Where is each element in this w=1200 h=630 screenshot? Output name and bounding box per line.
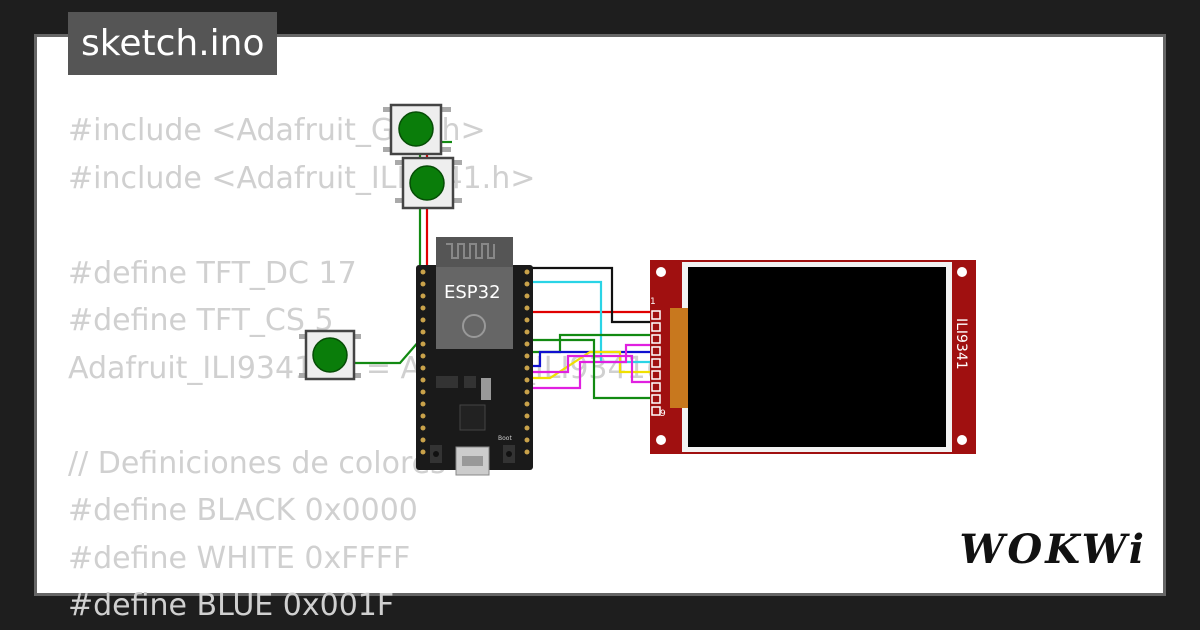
wire-cyan (525, 280, 655, 364)
wire-black (525, 266, 655, 324)
preview-frame: #include <Adafruit_GFX.h>#include <Adafr… (34, 34, 1166, 623)
wire-green-5 (525, 338, 655, 400)
push-button-3 (299, 329, 361, 381)
wire-green-4 (525, 333, 655, 354)
code-line: #define BLUE 0x001F (68, 588, 395, 623)
circuit-diagram: ESP32 (299, 103, 976, 476)
push-button-2 (395, 156, 462, 210)
esp32-label: ESP32 (444, 282, 501, 303)
wire-yellow (525, 350, 655, 380)
code-line: #include <Adafruit_ILI9341.h> (68, 160, 536, 196)
display-pin-last: 9 (660, 409, 666, 419)
push-button-1 (383, 103, 451, 156)
wire-blue (525, 350, 655, 368)
wire-magenta (525, 343, 655, 390)
display-pin-first: 1 (650, 297, 656, 307)
code-line: // Definiciones de colores (68, 445, 446, 481)
esp32-board: ESP32 (416, 237, 533, 476)
ili9341-display: 1 9 ILI9341 (650, 260, 976, 454)
display-label: ILI9341 (953, 318, 969, 370)
boot-label: Boot (498, 435, 512, 442)
code-line: #define TFT_CS 5 (68, 303, 334, 338)
wire-magenta-2 (525, 354, 655, 384)
file-title: sketch.ino (68, 12, 278, 75)
code-line: #define BLACK 0x0000 (68, 493, 418, 528)
code-line: #define WHITE 0xFFFF (68, 540, 411, 576)
wokwi-logo: WOKWi (959, 526, 1147, 573)
code-line: #define TFT_DC 17 (68, 255, 357, 291)
